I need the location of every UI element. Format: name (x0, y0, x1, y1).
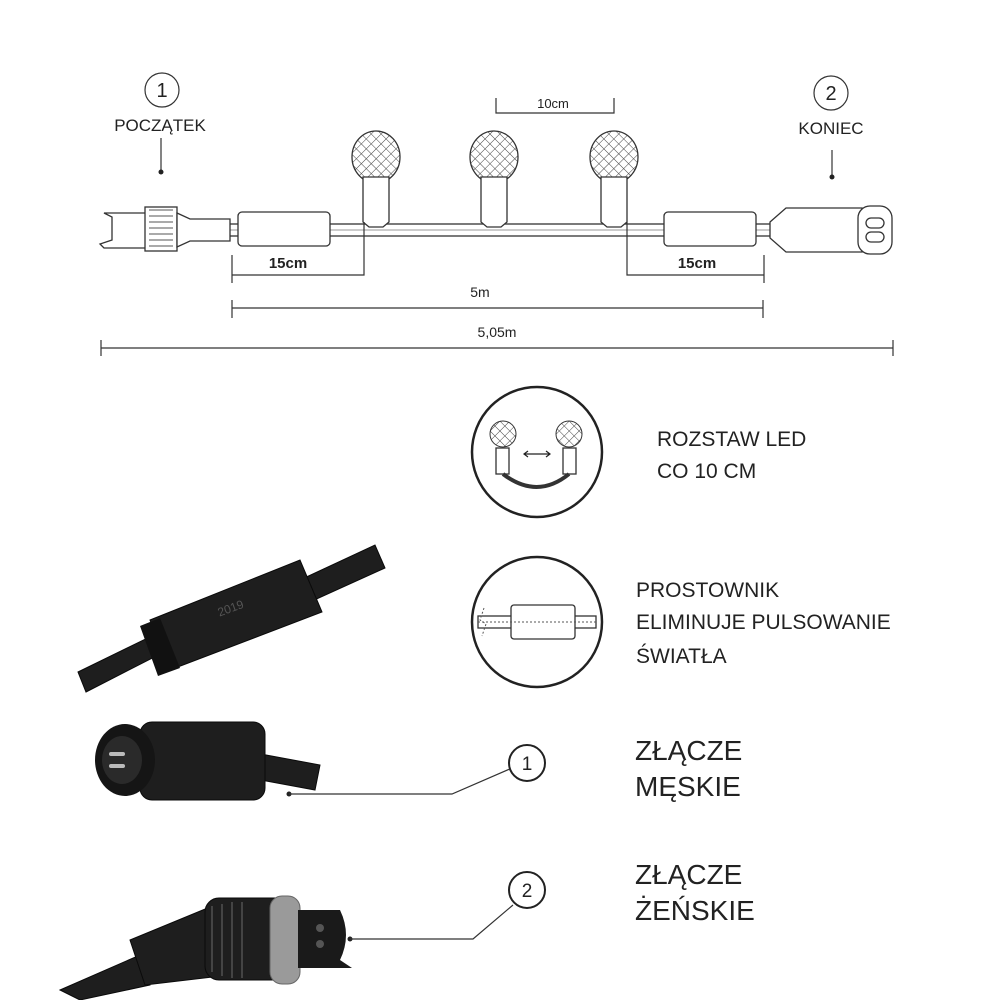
total-length-label: 5,05m (478, 324, 517, 340)
rectifier-left-drawing (237, 211, 331, 247)
dimension-10cm: 10cm (495, 96, 615, 114)
male-plug-drawing (98, 206, 231, 252)
number-badge-1 (144, 72, 180, 108)
feature-rectifier-line1: PROSTOWNIK (636, 579, 779, 602)
rectifier-photo: 2019 (77, 544, 386, 693)
led-spacing-icon (470, 385, 604, 519)
right-lead-label: 15cm (678, 255, 716, 272)
led-bulb (469, 130, 519, 228)
feature-rectifier-line3: ŚWIATŁA (636, 644, 727, 668)
light-string-drawing (98, 130, 893, 255)
dimension-right-lead: 15cm (626, 222, 765, 283)
feature-led-spacing-line2: CO 10 CM (657, 460, 756, 483)
end-label: KONIEC (798, 119, 863, 138)
number-badge-2 (813, 75, 849, 111)
start-label: POCZĄTEK (114, 116, 206, 135)
lit-length-label: 5m (470, 284, 489, 300)
led-bulb (351, 130, 401, 228)
dimension-total: 5,05m (100, 324, 894, 356)
connector-1-callout: 1 (286, 744, 546, 797)
connector-1-number: 1 (522, 754, 533, 775)
dimension-left-lead: 15cm (231, 222, 365, 283)
male-connector-photo (95, 721, 321, 801)
feature-led-spacing-line1: ROZSTAW LED (657, 428, 806, 451)
connector-2-callout: 2 (347, 871, 546, 942)
female-connector-photo (58, 895, 352, 1000)
connector-female-line2: ŻEŃSKIE (635, 895, 755, 926)
rectifier-icon (470, 555, 604, 689)
dimension-5m: 5m (231, 284, 764, 318)
female-plug-drawing (769, 205, 893, 255)
connector-male-line1: ZŁĄCZE (635, 735, 742, 766)
connector-male-line2: MĘSKIE (635, 771, 741, 802)
left-lead-label: 15cm (269, 255, 307, 272)
start-number: 1 (156, 80, 167, 102)
connector-female-line1: ZŁĄCZE (635, 859, 742, 890)
rectifier-right-drawing (663, 211, 757, 247)
feature-rectifier-line2: ELIMINUJE PULSOWANIE (636, 611, 891, 634)
end-marker: 2 KONIEC (798, 75, 864, 180)
end-number: 2 (825, 83, 836, 105)
led-bulb (589, 130, 639, 228)
connector-2-number: 2 (522, 881, 533, 902)
start-marker: 1 POCZĄTEK (114, 72, 206, 175)
spacing-label: 10cm (537, 96, 569, 111)
